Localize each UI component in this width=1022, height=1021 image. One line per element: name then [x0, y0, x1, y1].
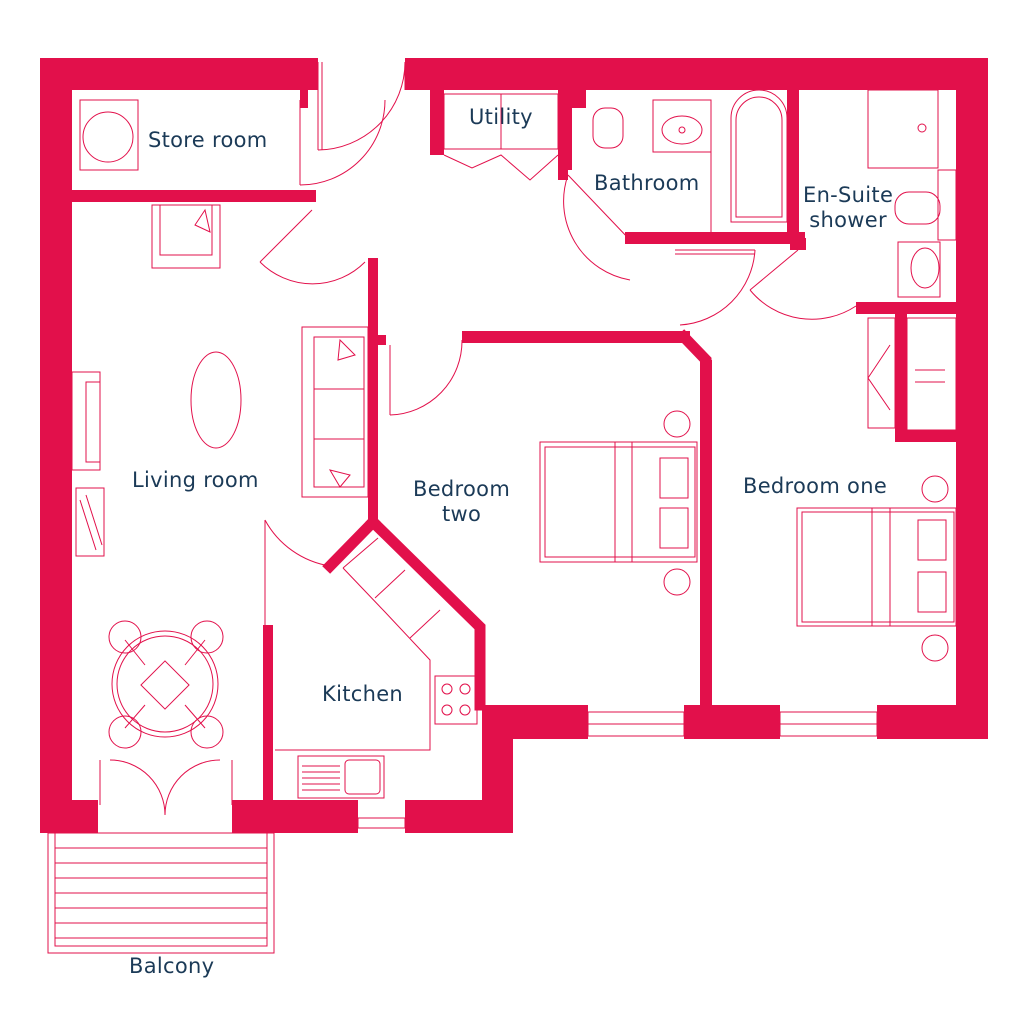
ensuite-basin	[897, 241, 941, 298]
label-bedroom-two-line2: two	[441, 502, 482, 526]
bathtub	[730, 89, 788, 223]
label-ensuite-line2: shower	[809, 208, 887, 232]
wall-top-right	[405, 58, 988, 90]
basin	[652, 99, 712, 153]
wall-bath-right	[787, 90, 799, 244]
wall-bottom-b2	[482, 705, 588, 739]
wall-b2-top	[462, 331, 690, 343]
wall-living-door-stub	[300, 190, 316, 202]
wall-wardrobe-bottom	[895, 430, 956, 442]
label-utility: Utility	[469, 105, 533, 129]
bed-one	[796, 507, 957, 627]
boiler-circle	[82, 111, 134, 163]
label-bedroom-one: Bedroom one	[743, 474, 888, 498]
sofa	[301, 326, 369, 498]
label-ensuite-line1: En-Suite	[803, 183, 894, 207]
wall-bottom-left	[40, 800, 98, 833]
wall-corridor-stub	[376, 335, 386, 345]
label-bedroom-two-line1: Bedroom	[413, 477, 511, 501]
label-living-room: Living room	[132, 468, 259, 492]
wall-top-left	[40, 58, 318, 90]
wall-store-stub	[300, 90, 308, 108]
shower-tray	[867, 89, 939, 169]
wall-store-bottom	[72, 190, 308, 202]
hob	[434, 675, 478, 725]
wall-right	[956, 58, 988, 738]
coffee-table	[190, 351, 242, 449]
ensuite-toilet	[894, 191, 941, 225]
wall-bath-left	[558, 108, 568, 180]
wall-kitchen-diag	[365, 514, 486, 711]
wall-bottom-right	[877, 705, 988, 739]
wall-b1-left	[700, 360, 712, 738]
sink	[297, 755, 385, 799]
wall-bottom-pier	[684, 705, 780, 739]
wall-bath-bottom	[625, 232, 805, 244]
diagonal-walls	[322, 329, 712, 711]
label-kitchen: Kitchen	[322, 682, 404, 706]
fixtures	[47, 61, 957, 954]
wall-corridor-right	[368, 258, 378, 528]
boiler-unit	[79, 99, 139, 171]
wall-utility-stub	[572, 90, 586, 108]
toilet-cistern	[592, 107, 624, 149]
side-unit	[75, 487, 105, 557]
wall-ensuite-bottom-right	[856, 302, 956, 314]
label-bedroom-two: Bedroom two	[413, 477, 510, 527]
wall-kitchen-diag2	[322, 514, 381, 574]
dining-table	[111, 630, 219, 738]
wall-bottom-mid	[232, 800, 358, 833]
label-bathroom: Bathroom	[594, 171, 700, 195]
wall-left	[40, 58, 72, 833]
bed-two	[539, 441, 698, 563]
wall-wardrobe-right	[895, 314, 907, 440]
wall-kitchen-left	[263, 625, 273, 810]
armchair	[151, 204, 221, 269]
wall-ensuite-bottom	[790, 238, 806, 250]
wall-b2-corner	[676, 329, 712, 376]
wall-utility-left	[430, 90, 444, 155]
label-ensuite: En-Suite shower	[803, 183, 893, 233]
walls	[40, 58, 988, 833]
label-store-room: Store room	[148, 128, 268, 152]
label-balcony: Balcony	[129, 954, 215, 978]
